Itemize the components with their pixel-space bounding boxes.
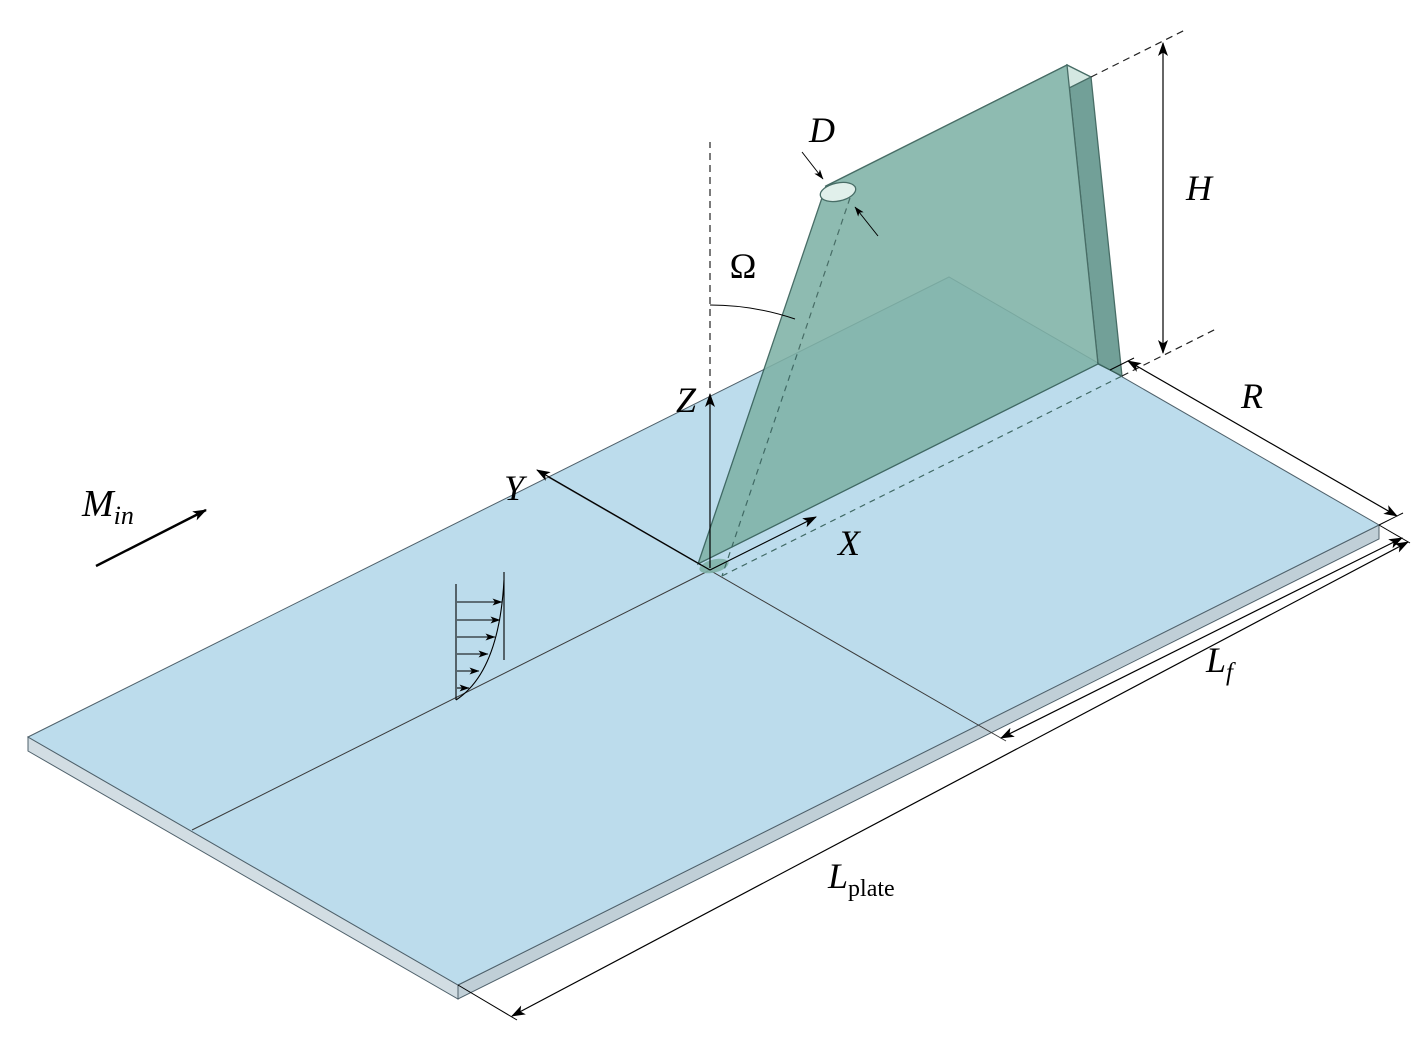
dimension-H: H xyxy=(1090,29,1217,377)
fin-nose-cap xyxy=(819,181,857,203)
dimension-R-ext-left xyxy=(1109,357,1135,371)
y-axis-label: Y xyxy=(504,468,528,508)
fin-hidden-root-edge xyxy=(721,375,1123,577)
inflow-annotation: Min xyxy=(81,483,207,568)
dimension-H-ext-top xyxy=(1090,29,1186,78)
swept-fin xyxy=(696,63,1123,577)
sweep-angle-label: Ω xyxy=(730,246,757,286)
dimension-D-arrow-lower xyxy=(854,206,879,237)
dimension-right-ext xyxy=(1378,524,1411,544)
flat-plate xyxy=(26,276,1381,1000)
dimension-D: D xyxy=(801,110,879,237)
dimension-D-arrow-upper xyxy=(801,151,824,180)
dimension-R-arrow xyxy=(1127,360,1398,517)
dimension-H-label: H xyxy=(1185,168,1214,208)
dimension-R-label: R xyxy=(1240,376,1263,416)
inflow-arrow xyxy=(95,508,207,568)
dimension-Lplate-ext-left xyxy=(457,984,518,1021)
dimension-R-ext-right xyxy=(1378,512,1404,526)
z-axis-label: Z xyxy=(676,380,697,420)
boundary-layer-profile xyxy=(455,572,505,701)
dimension-Lplate-label: Lplate xyxy=(827,856,895,902)
fin-hidden-leading-edge xyxy=(721,197,851,577)
dimension-R: R xyxy=(1109,357,1404,526)
sweep-angle-arc xyxy=(709,304,796,320)
fin-left-face xyxy=(696,63,1099,566)
inflow-label: Min xyxy=(81,483,134,530)
dimension-D-label: D xyxy=(808,110,835,150)
dimension-H-ext-bottom xyxy=(1121,328,1217,377)
dimension-Lplate: Lplate xyxy=(457,541,1409,1021)
x-axis-label: X xyxy=(836,523,862,563)
dimension-Lplate-arrow xyxy=(511,541,1409,1017)
